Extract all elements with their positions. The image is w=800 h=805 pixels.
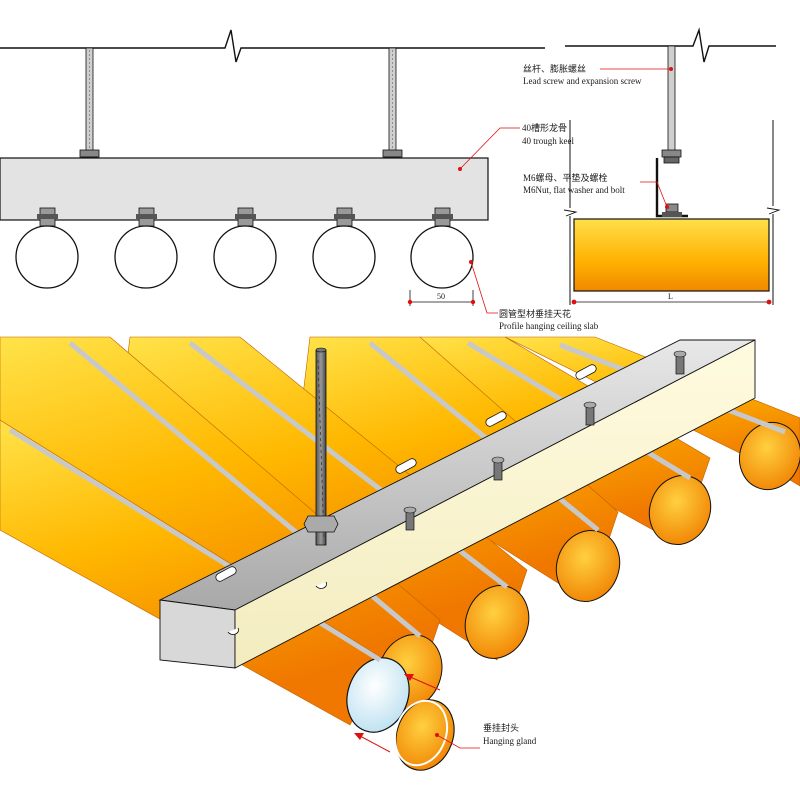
- label-profile-slab-en: Profile hanging ceiling slab: [499, 321, 599, 331]
- arrow-remove: [354, 733, 391, 753]
- perspective-nut: [303, 515, 339, 533]
- keel-bolt-4: [673, 350, 687, 375]
- label-lead-screw-cn: 丝杆、膨胀螺丝: [523, 63, 586, 74]
- perspective-rod: [303, 347, 339, 546]
- keel-bolt-2: [491, 456, 505, 481]
- wall-left: [563, 120, 578, 305]
- side-rod: [667, 45, 676, 162]
- label-gland-en: Hanging gland: [483, 736, 537, 746]
- leader-lead-screw: [600, 67, 673, 71]
- label-nut-cn: M6螺母、平垫及螺栓: [523, 172, 608, 183]
- dimension-length: L: [571, 292, 772, 305]
- dimension-length-label: L: [668, 292, 673, 301]
- label-profile-slab-cn: 圆管型材垂挂天花: [499, 308, 571, 319]
- perspective-keel: [158, 339, 756, 669]
- leader-gland: [435, 733, 480, 749]
- arrow-insert: [404, 674, 441, 691]
- label-trough-keel-cn: 40槽形龙骨: [522, 122, 567, 133]
- leader-nut: [640, 181, 669, 209]
- label-lead-screw-en: Lead screw and expansion screw: [523, 76, 642, 86]
- tube-4: [312, 207, 376, 289]
- label-trough-keel-en: 40 trough keel: [522, 136, 574, 146]
- slab-section-box: [573, 218, 770, 292]
- dimension-spacing: 50: [407, 290, 476, 306]
- side-section: L 丝杆、膨胀螺丝 Lead screw and expansion screw…: [523, 27, 781, 305]
- hanging-gland: [393, 699, 455, 771]
- side-bolt: [662, 203, 682, 217]
- perspective-view: 垂挂封头 Hanging gland: [0, 336, 800, 771]
- tube-3: [213, 207, 277, 289]
- dimension-spacing-label: 50: [437, 292, 445, 301]
- tube-open-end: [346, 657, 410, 733]
- wall-right: [766, 120, 781, 305]
- tube-row: [15, 207, 474, 289]
- threaded-rod-left: [85, 47, 94, 164]
- leader-profile-slab: [469, 260, 498, 314]
- label-nut-en: M6Nut, flat washer and bolt: [523, 185, 625, 195]
- leader-trough-keel: [458, 127, 520, 171]
- tube-1: [15, 207, 79, 289]
- front-elevation: 50 40槽形龙骨 40 trough keel 圆管型材垂挂天花 Profil…: [0, 29, 599, 331]
- keel-bolt-3: [583, 401, 597, 426]
- side-rod-nut: [661, 149, 682, 164]
- threaded-rod-right: [388, 47, 397, 164]
- tube-2: [114, 207, 178, 289]
- keel-bolts: [403, 350, 687, 531]
- label-gland-cn: 垂挂封头: [483, 722, 519, 733]
- tube-5: [410, 207, 474, 289]
- keel-bolt-1: [403, 506, 417, 531]
- ceiling-line-left: [0, 29, 545, 63]
